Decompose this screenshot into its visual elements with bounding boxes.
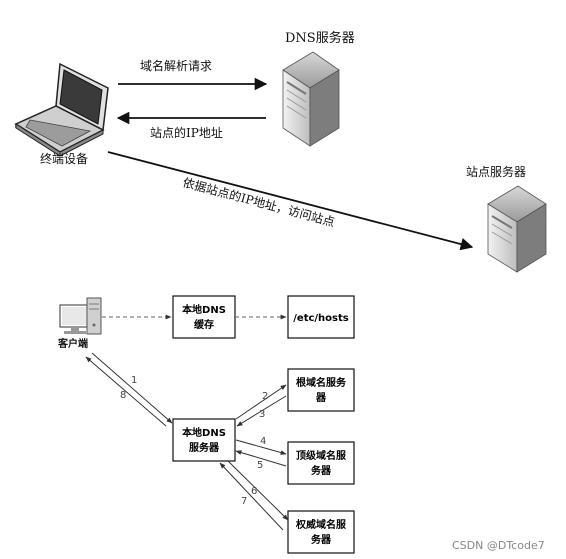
dns-server-label: DNS服务器 xyxy=(285,30,355,46)
tld-dns-server-box: 顶级域名服 务器 xyxy=(287,441,355,485)
access-arrow xyxy=(107,151,474,251)
step-3-label: 3 xyxy=(259,409,265,420)
step4-arrow xyxy=(235,439,287,455)
hosts-file-box: /etc/hosts xyxy=(287,295,355,339)
step-6-label: 6 xyxy=(251,486,257,497)
local-dns-cache-box: 本地DNS 缓存 xyxy=(172,295,236,339)
authoritative-dns-server-box: 权威域名服 务器 xyxy=(287,510,355,554)
local-dns-label-line1: 本地DNS xyxy=(182,426,226,439)
root-label-line2: 器 xyxy=(315,392,327,404)
step8-arrow xyxy=(85,356,167,427)
auth-label-line2: 务器 xyxy=(311,533,332,546)
access-label: 依据站点的IP地址，访问站点 xyxy=(181,174,336,229)
step-2-label: 2 xyxy=(262,391,268,402)
step3-arrow xyxy=(236,395,287,427)
terminal-label: 终端设备 xyxy=(40,151,88,166)
step1-arrow xyxy=(91,352,173,424)
root-dns-server-box: 根域名服务 器 xyxy=(287,368,355,412)
client-label: 客户端 xyxy=(57,337,88,350)
auth-label-line1: 权威域名服 xyxy=(295,518,347,531)
step-8-label: 8 xyxy=(120,390,126,401)
step7-arrow xyxy=(219,462,284,531)
site-server-label: 站点服务器 xyxy=(466,164,526,179)
watermark-text: CSDN @DTcode7 xyxy=(452,539,545,552)
step-1-label: 1 xyxy=(131,375,137,386)
site-server-icon xyxy=(487,185,547,273)
dns-server-icon xyxy=(282,51,340,147)
cache-label-line1: 本地DNS xyxy=(182,303,226,316)
request-label: 域名解析请求 xyxy=(140,58,212,73)
local-dns-label-line2: 服务器 xyxy=(189,441,220,454)
step-7-label: 7 xyxy=(241,496,247,507)
tld-label-line1: 顶级域名服 xyxy=(296,449,347,462)
tld-label-line2: 务器 xyxy=(311,464,332,477)
step6-arrow xyxy=(227,460,289,521)
root-label-line1: 根域名服务 xyxy=(296,376,347,389)
step2-arrow xyxy=(235,384,287,420)
local-dns-server-box: 本地DNS 服务器 xyxy=(172,418,236,462)
step5-arrow xyxy=(235,450,287,467)
response-label: 站点的IP地址 xyxy=(150,125,223,140)
step-5-label: 5 xyxy=(257,460,263,471)
laptop-icon xyxy=(14,62,109,157)
step-4-label: 4 xyxy=(260,436,266,447)
cache-label-line2: 缓存 xyxy=(193,318,214,331)
client-computer-icon xyxy=(59,297,102,335)
hosts-label: /etc/hosts xyxy=(293,313,349,324)
